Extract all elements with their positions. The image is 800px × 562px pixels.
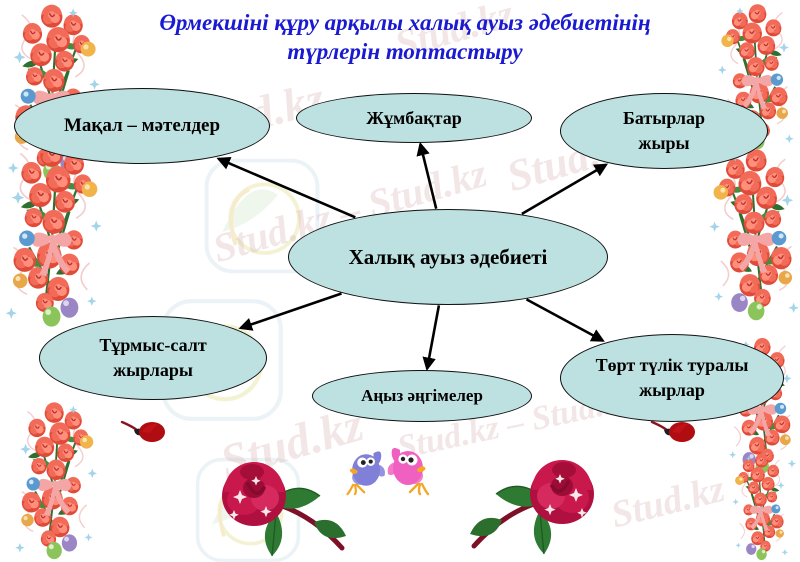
page-title: Өрмекшіні құру арқылы халық ауыз әдебиет… [159,10,651,64]
diagram-node-label: Батырлар жыры [622,108,705,153]
diagram-center-node[interactable]: Халық ауыз әдебиеті [288,209,608,305]
connector-center-to-batyrlar-zhyry [521,163,609,216]
diagram-node-label: Тұрмыс-салт жырлары [99,335,207,380]
diagram-node-label: Мақал – мәтелдер [63,115,221,136]
connector-center-to-turmys-salt-zhyrlary [238,292,342,331]
connector-center-to-anyz-angimeler [422,305,441,372]
connector-center-to-tort-tulik-turaly-zhyrlar [525,298,605,342]
diagram-node-tort-tulik-turaly-zhyrlar[interactable]: Төрт түлік туралы жырлар [560,334,784,422]
diagram-node-zhumbaktar[interactable]: Жұмбақтар [296,93,532,143]
diagram-node-label: Жұмбақтар [366,107,462,128]
diagram-node-label: Аңыз әңгімелер [361,386,483,405]
connector-center-to-zhumbaktar [416,141,438,210]
diagram-node-label: Халық ауыз әдебиеті [348,245,548,269]
diagram-node-anyz-angimeler[interactable]: Аңыз әңгімелер [312,370,532,422]
diagram-node-batyrlar-zhyry[interactable]: Батырлар жыры [560,93,768,169]
connector-center-to-makal-mateler [216,156,356,219]
diagram-node-turmys-salt-zhyrlary[interactable]: Тұрмыс-салт жырлары [39,316,267,400]
diagram-node-label: Төрт түлік туралы жырлар [595,355,749,400]
diagram-node-makal-mateler[interactable]: Мақал – мәтелдер [14,88,270,164]
